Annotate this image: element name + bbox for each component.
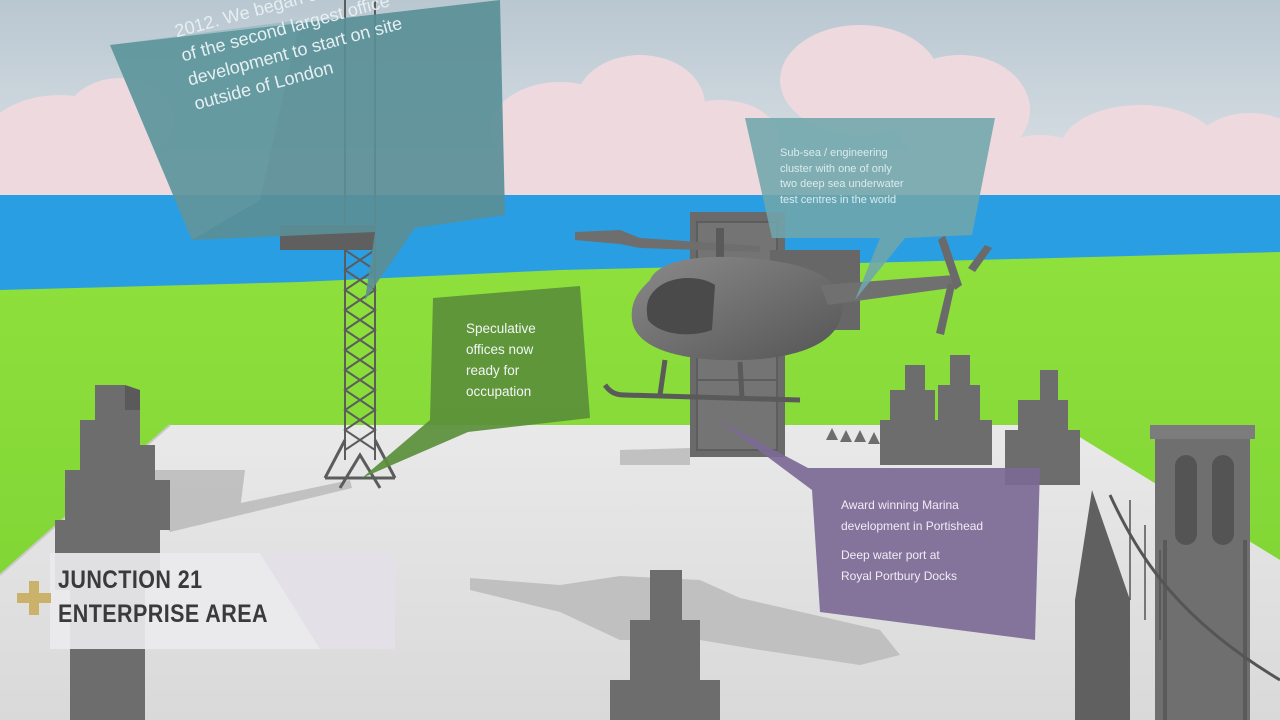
callout-subsea-text: Sub-sea / engineering cluster with one o… <box>780 146 950 208</box>
suspension-bridge <box>1075 425 1280 720</box>
callout-line: Royal Portbury Docks <box>841 569 958 583</box>
callout-line: Award winning Marina <box>841 498 959 512</box>
callout-speculative-text: Speculative offices now ready for occupa… <box>466 318 576 402</box>
title-line-1: JUNCTION 21 <box>58 566 203 594</box>
callout-line: cluster with one of only <box>780 162 892 175</box>
callout-line: Deep water port at <box>841 548 940 562</box>
callout-marina-bubble <box>718 420 1040 640</box>
callout-construction-bubble <box>110 0 505 300</box>
callout-line: Speculative <box>466 321 536 336</box>
callout-line: offices now <box>466 342 534 357</box>
callout-line: occupation <box>466 384 532 399</box>
plus-icon <box>17 581 51 615</box>
callout-marina-text: Award winning Marina development in Port… <box>841 495 1026 587</box>
callout-speculative-bubble <box>362 286 590 478</box>
helicopter <box>575 228 992 403</box>
title-banner-background <box>50 553 395 649</box>
title-line-2: ENTERPRISE AREA <box>58 600 268 628</box>
callout-line: ready for <box>466 363 520 378</box>
title-banner: JUNCTION 21 ENTERPRISE AREA <box>58 563 268 631</box>
callout-line: test centres in the world <box>780 193 897 206</box>
callout-line: Sub-sea / engineering <box>780 147 888 159</box>
callout-subsea-bubble <box>745 118 995 300</box>
callout-line: two deep sea underwater <box>780 178 904 190</box>
callout-line: development in Portishead <box>841 519 984 533</box>
